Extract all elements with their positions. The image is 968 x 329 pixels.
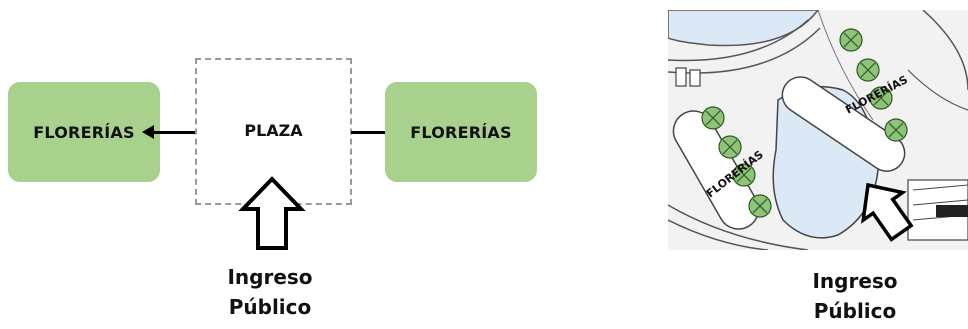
right-floreria-label: FLORERÍAS	[410, 122, 512, 142]
lower-floreria-capsule	[672, 110, 760, 230]
entrance-label-schematic: Ingreso Público	[210, 262, 330, 322]
left-floreria-box: FLORERÍAS	[8, 82, 160, 182]
plan-entrance-arrow-icon	[860, 182, 914, 242]
arrow-left-icon	[142, 125, 154, 139]
arrow-to-right-line	[351, 131, 391, 134]
entrance-line2: Público	[228, 295, 312, 319]
entrance-up-arrow-icon	[238, 176, 306, 250]
plan-entrance-line1: Ingreso	[812, 269, 898, 293]
left-floreria-label: FLORERÍAS	[33, 122, 135, 142]
plan-entrance-line2: Público	[813, 299, 897, 323]
entrance-line1: Ingreso	[227, 265, 313, 289]
upper-floreria-capsule	[781, 76, 906, 172]
arrow-to-left-line	[150, 131, 196, 134]
plaza-label: PLAZA	[244, 121, 303, 140]
right-floreria-box: FLORERÍAS	[385, 82, 537, 182]
site-plan: FLORERÍAS FLORERÍAS	[668, 10, 968, 250]
entrance-label-plan: Ingreso Público	[790, 266, 920, 326]
